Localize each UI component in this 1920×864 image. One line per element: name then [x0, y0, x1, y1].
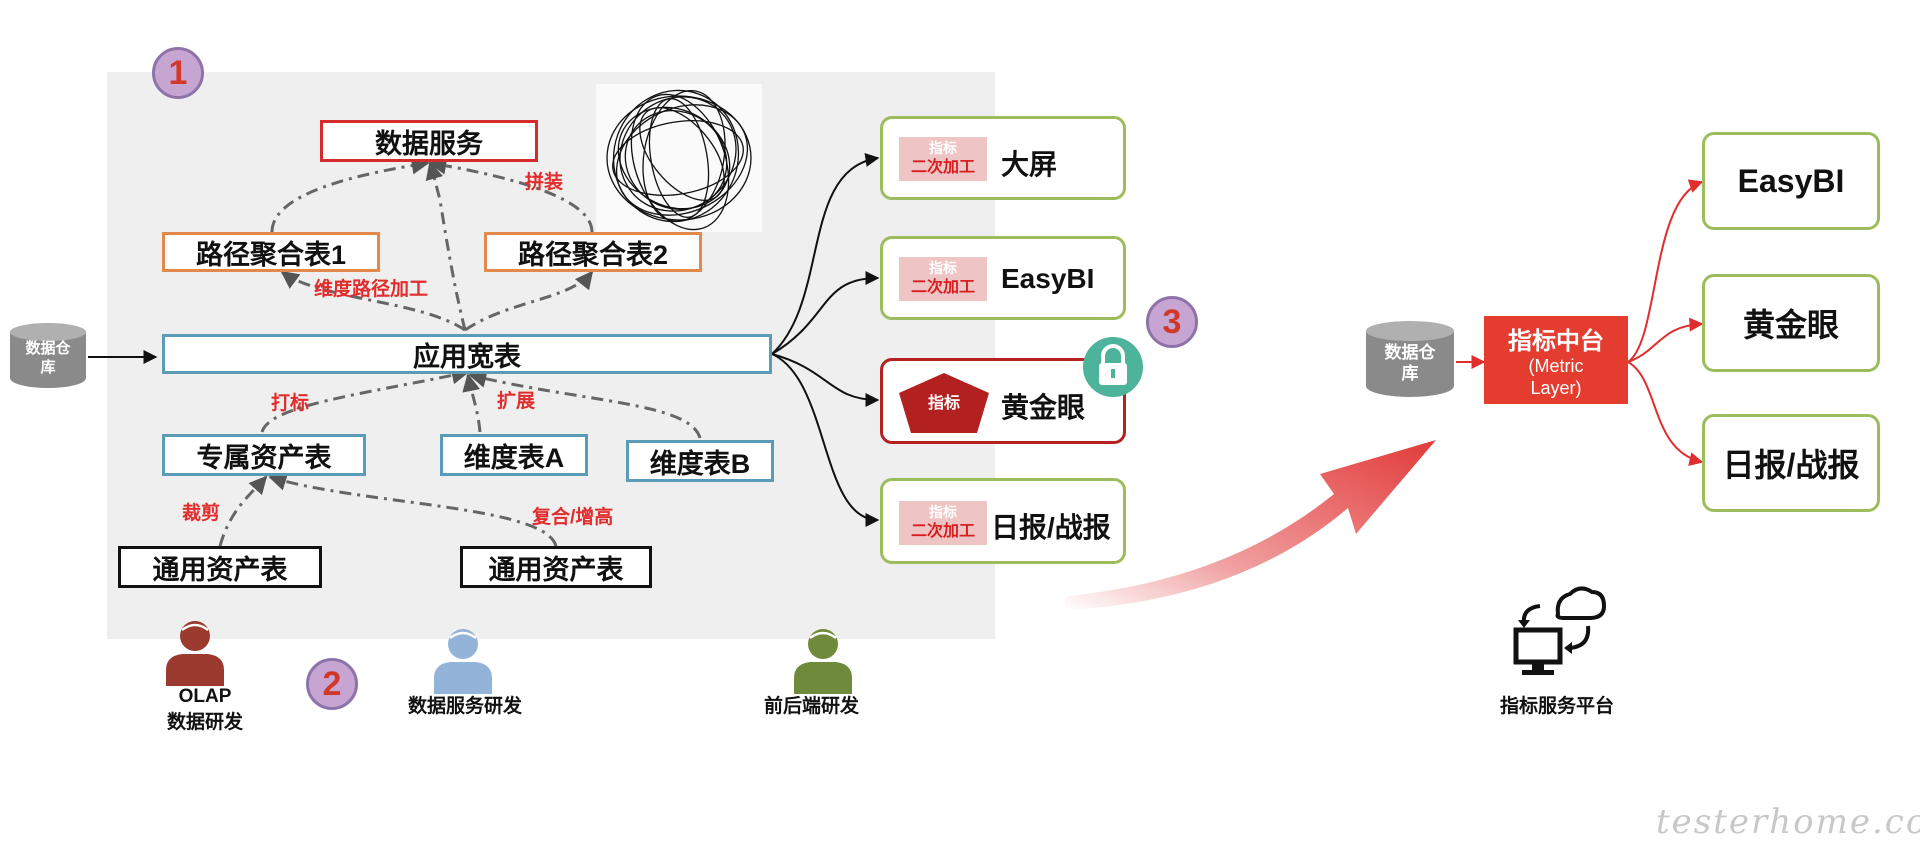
path-aggregate-table-1: 路径聚合表1	[162, 232, 380, 272]
olap-label-line2: 数据研发	[166, 711, 243, 733]
metric-layer-hub: 指标中台 (Metric Layer)	[1484, 316, 1628, 404]
metric-hub-subtitle-1: (Metric	[1528, 355, 1584, 376]
metric-tag-bottom: 二次加工	[910, 158, 975, 176]
consumer-label: EasyBI	[1001, 263, 1095, 294]
metric-tag-bottom: 二次加工	[910, 278, 975, 296]
metric-tag-bottom: 二次加工	[910, 522, 975, 540]
edge-label-composite: 复合/增高	[532, 507, 614, 528]
lock-icon	[1083, 337, 1143, 397]
step-badge-3: 3	[1146, 296, 1198, 348]
consumer-card-daily-report: 指标 二次加工 日报/战报	[880, 478, 1126, 564]
metric-hub-title: 指标中台	[1508, 327, 1604, 355]
edge-label-dimension-path: 维度路径加工	[314, 279, 429, 300]
step-badge-1: 1	[152, 47, 204, 99]
consumer-card-easybi: 指标 二次加工 EasyBI	[880, 236, 1126, 320]
cloud-sync-platform-icon	[1513, 586, 1606, 675]
metric-secondary-tag: 指标 二次加工	[899, 501, 987, 545]
watermark: testerhome.com	[1656, 802, 1920, 842]
dimension-table-a: 维度表A	[440, 434, 588, 476]
consumer-label: 黄金眼	[1001, 392, 1086, 423]
metric-secondary-tag: 指标 二次加工	[899, 257, 987, 301]
consumer-label: 日报/战报	[991, 512, 1111, 543]
right-datawarehouse-label: 数据仓 库	[1364, 342, 1456, 385]
right-datawarehouse-label-line2: 库	[1401, 364, 1419, 384]
scribble-tangle-icon	[596, 84, 762, 232]
data-service-developer-label: 数据服务研发	[408, 696, 523, 717]
metric-service-platform-label: 指标服务平台	[1500, 696, 1615, 717]
data-service-developer-icon	[434, 629, 492, 694]
frontend-backend-developer-icon	[794, 629, 852, 694]
generic-asset-table-1: 通用资产表	[118, 546, 322, 588]
metric-pentagon-label: 指标	[927, 395, 960, 412]
consumer-card-big-screen: 指标 二次加工 大屏	[880, 116, 1126, 200]
edge-label-extend: 扩展	[497, 391, 536, 412]
generic-asset-table-2: 通用资产表	[460, 546, 652, 588]
metric-tag-top: 指标	[929, 140, 957, 157]
metric-tag-top: 指标	[929, 504, 957, 521]
step-badge-2: 2	[306, 658, 358, 710]
frontend-backend-developer-label: 前后端研发	[764, 696, 860, 717]
datawarehouse-label-line2: 库	[40, 358, 56, 376]
consumer-card-golden-eye: 指标 黄金眼	[880, 358, 1126, 444]
application-wide-table: 应用宽表	[162, 334, 772, 374]
transition-arrow	[1065, 440, 1436, 610]
metric-hub-subtitle-2: Layer)	[1530, 377, 1582, 398]
data-service-node: 数据服务	[320, 120, 538, 162]
metric-pentagon-icon	[899, 373, 989, 433]
edge-label-assemble: 拼装	[525, 172, 564, 193]
metric-secondary-tag: 指标 二次加工	[899, 137, 987, 181]
edge-label-tagging: 打标	[271, 393, 310, 414]
right-datawarehouse-icon	[1366, 321, 1454, 397]
olap-developer-label: OLAP 数据研发	[140, 684, 270, 735]
datawarehouse-label: 数据仓 库	[10, 340, 86, 378]
datawarehouse-label-line1: 数据仓	[25, 340, 71, 357]
right-datawarehouse-label-line1: 数据仓	[1384, 343, 1436, 362]
path-aggregate-table-2: 路径聚合表2	[484, 232, 702, 272]
output-card-daily-report: 日报/战报	[1702, 414, 1880, 512]
edge-label-crop: 裁剪	[182, 503, 221, 524]
exclusive-asset-table: 专属资产表	[162, 434, 366, 476]
metric-tag-top: 指标	[929, 260, 957, 277]
consumer-label: 大屏	[1001, 149, 1058, 180]
dimension-table-b: 维度表B	[626, 440, 774, 482]
output-card-easybi: EasyBI	[1702, 132, 1880, 230]
olap-label-line1: OLAP	[178, 686, 232, 707]
output-card-golden-eye: 黄金眼	[1702, 274, 1880, 372]
datawarehouse-icon	[10, 323, 86, 388]
olap-developer-icon	[166, 621, 224, 686]
